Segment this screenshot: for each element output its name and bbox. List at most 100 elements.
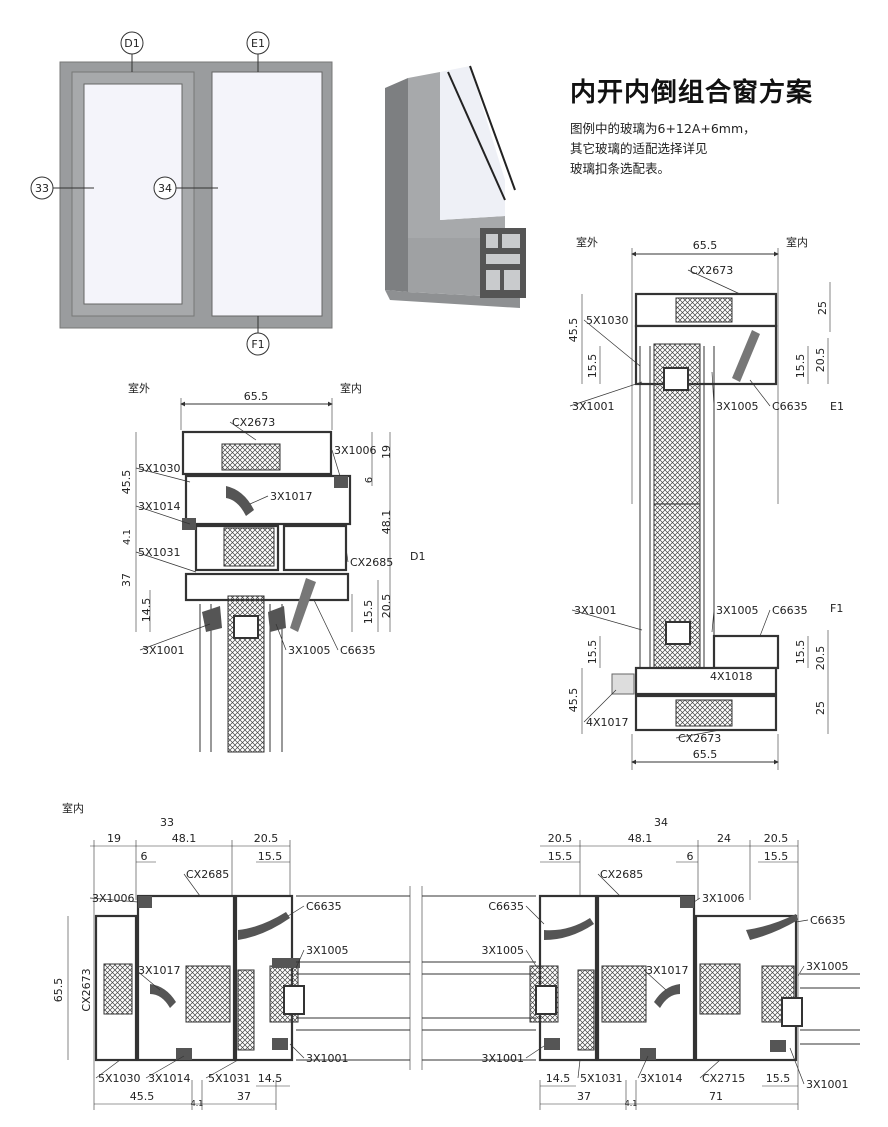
part-label: 3X1001	[306, 1052, 349, 1065]
leader-line	[145, 1055, 185, 1079]
callout-f1: F1	[246, 332, 270, 356]
leader-line	[525, 949, 537, 967]
part-label: CX2685	[600, 868, 643, 881]
part-label: 3X1005	[716, 604, 759, 617]
leader-line	[89, 897, 139, 903]
leader-line	[249, 495, 269, 505]
part-label: 3X1006	[702, 892, 745, 905]
part-label: 3X1005	[288, 644, 331, 657]
leader-line	[759, 609, 771, 637]
leader-line	[583, 319, 641, 367]
leader-line	[229, 421, 257, 441]
callout-label: 34	[158, 182, 172, 195]
dimension: 45.5	[130, 1090, 155, 1103]
part-label: CX2715	[702, 1072, 745, 1085]
dimension: 24	[717, 832, 731, 845]
part-label: 5X1031	[580, 1072, 623, 1085]
side-label: 室外	[576, 235, 598, 249]
leader-line	[797, 965, 805, 977]
leader-line	[577, 1059, 581, 1079]
leader-line	[135, 505, 191, 525]
profile-3d-view	[385, 65, 526, 308]
dimension: 4.1	[625, 1099, 638, 1108]
dimension: 25	[814, 701, 827, 715]
section-tag: 33	[160, 816, 174, 829]
leader-line	[525, 905, 545, 925]
dimension: 48.1	[172, 832, 197, 845]
leader-line	[597, 873, 621, 897]
leader-line	[139, 623, 211, 651]
part-label: C6635	[810, 914, 846, 927]
part-label: 3X1001	[481, 1052, 524, 1065]
leader-line	[135, 467, 191, 483]
leader-line	[95, 1059, 121, 1079]
leader-line	[313, 599, 339, 651]
note-line-1: 图例中的玻璃为6+12A+6mm，	[570, 121, 756, 136]
dimension: 20.5	[764, 832, 789, 845]
part-label: 3X1005	[716, 400, 759, 413]
dimension: 15.5	[258, 850, 283, 863]
dimension: 6	[364, 477, 375, 483]
callout-e1: E1	[246, 31, 270, 55]
dimension: 15.5	[766, 1072, 791, 1085]
section-34: 34 20.5 48.1 24 20.5 15.5 6 15.5	[421, 816, 860, 1110]
part-label: 3X1005	[806, 960, 849, 973]
part-label: 3X1001	[142, 644, 185, 657]
callout-label: E1	[251, 37, 265, 50]
callout-label: D1	[124, 37, 139, 50]
dimension: 4.1	[191, 1099, 204, 1108]
leader-line	[287, 905, 305, 917]
part-label: C6635	[772, 604, 808, 617]
part-label: 3X1001	[574, 604, 617, 617]
leader-line	[583, 689, 617, 723]
part-label: CX2673	[80, 968, 93, 1011]
callout-33: 33	[30, 176, 54, 200]
part-label: CX2673	[690, 264, 733, 277]
leader-line	[183, 873, 201, 897]
part-label: C6635	[772, 400, 808, 413]
part-label: 3X1001	[572, 400, 615, 413]
dimension: 15.5	[794, 640, 807, 665]
part-label: 3X1005	[306, 944, 349, 957]
part-label: 4X1017	[586, 716, 629, 729]
part-label: 3X1006	[92, 892, 135, 905]
dimension: 20.5	[548, 832, 573, 845]
part-label: 3X1017	[270, 490, 313, 503]
dimension: 19	[380, 445, 393, 459]
part-label: 3X1006	[334, 444, 377, 457]
part-label: C6635	[306, 900, 342, 913]
side-label: 室内	[340, 381, 362, 395]
part-label: 3X1014	[640, 1072, 683, 1085]
part-label: CX2673	[232, 416, 275, 429]
leader-line	[637, 1055, 649, 1079]
dimension: 20.5	[254, 832, 279, 845]
section-tag: E1	[830, 400, 844, 413]
dimension: 6	[687, 850, 694, 863]
leader-line	[687, 269, 741, 295]
part-label: 5X1031	[208, 1072, 251, 1085]
note-line-2: 其它玻璃的适配选择详见	[570, 141, 708, 156]
dimension: 15.5	[794, 354, 807, 379]
dimension: 65.5	[693, 748, 718, 761]
dimension: 37	[120, 573, 133, 587]
leader-line	[675, 729, 721, 739]
part-label: 5X1031	[138, 546, 181, 559]
section-tag: F1	[830, 602, 843, 615]
leader-line	[135, 969, 161, 991]
dimension: 65.5	[52, 978, 65, 1003]
dimension: 20.5	[814, 348, 827, 373]
leader-line	[331, 449, 341, 477]
part-label: CX2685	[350, 556, 393, 569]
side-label: 室外	[128, 381, 150, 395]
window-elevation: D1 E1 F1 33 34	[30, 31, 333, 356]
dimension: 15.5	[548, 850, 573, 863]
dimension: 20.5	[814, 646, 827, 671]
part-label: 3X1017	[138, 964, 181, 977]
dimension: 37	[237, 1090, 251, 1103]
dimension: 14.5	[140, 598, 153, 623]
part-label: 3X1005	[481, 944, 524, 957]
leader-line	[711, 609, 715, 633]
dimension: 14.5	[546, 1072, 571, 1085]
leader-line	[275, 623, 287, 651]
